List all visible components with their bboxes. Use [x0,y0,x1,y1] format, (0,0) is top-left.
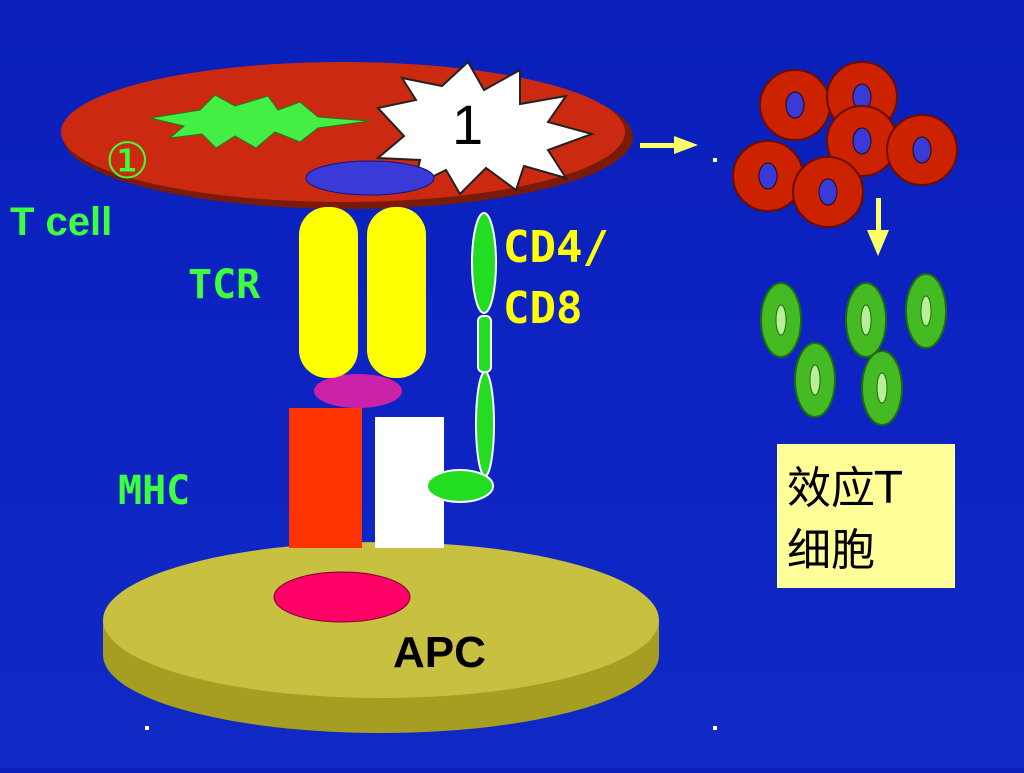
tcr-beta-chain [367,207,426,378]
t-cell-label: T cell [10,200,113,244]
burst-number-label: 1 [452,93,484,156]
step-number-label: ① [105,132,150,190]
right-arrow [640,136,698,154]
effector-t-cell-box: 效应T 细胞 [777,444,955,588]
peptide [314,374,402,408]
dot-marker [145,726,149,730]
receptor-patch [305,160,435,196]
mhc-label: MHC [118,468,191,514]
antigen-spot [273,571,411,623]
green-starburst [149,94,371,149]
mhc-alpha-chain [289,408,362,548]
effector-label-line2: 细胞 [787,525,875,576]
cd8-label: CD8 [503,283,583,334]
tcr-label: TCR [188,262,261,308]
coreceptor [426,212,497,503]
apc-label: APC [393,628,486,677]
down-arrow [867,198,889,256]
effector-t-cells [760,273,947,426]
dot-marker [713,158,717,162]
dot-marker [713,726,717,730]
activated-t-cells [732,61,958,228]
apc-cell [103,542,659,733]
cd4-label: CD4/ [503,222,609,273]
tcr-alpha-chain [299,207,358,378]
effector-label-line1: 效应T [787,463,902,514]
